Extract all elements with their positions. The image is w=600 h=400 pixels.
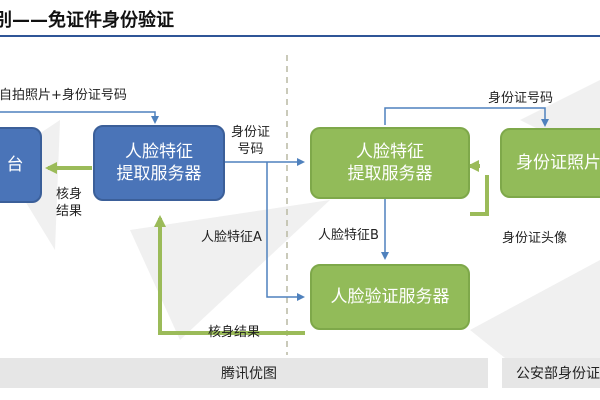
footer-right-band: 公安部身份证: [502, 358, 600, 388]
arrow-verify-result: [154, 215, 305, 335]
face-extract-right-line1: 人脸特征: [356, 142, 424, 162]
face-extract-server-right: 人脸特征 提取服务器: [310, 127, 470, 199]
face-extract-left-line2: 提取服务器: [116, 164, 202, 184]
face-verify-server: 人脸验证服务器: [310, 264, 470, 330]
face-extract-right-line2: 提取服务器: [347, 164, 433, 184]
label-face-feature-a: 人脸特征A: [201, 230, 262, 245]
footer-left-label: 腾讯优图: [221, 366, 277, 382]
face-verify-label: 人脸验证服务器: [330, 287, 450, 307]
label-face-feature-b: 人脸特征B: [318, 228, 379, 243]
label-verify-result-left-1: 核身: [56, 187, 83, 202]
arrow-idnumber-to-photo: [384, 107, 549, 127]
label-verify-result-left: 核身 结果: [56, 186, 82, 220]
footer-left-band: 腾讯优图: [0, 358, 488, 388]
background-shapes: [0, 80, 600, 370]
label-id-number-left: 身份证 号码: [231, 124, 270, 158]
label-verify-result-bottom: 核身结果: [208, 325, 261, 340]
platform-label: 台: [6, 155, 24, 175]
label-id-number-top: 身份证号码: [488, 91, 554, 106]
label-selfie-id: 自拍照片+身份证号码: [0, 88, 127, 103]
label-verify-result-left-2: 结果: [56, 204, 83, 219]
label-id-number-left-1: 身份证: [231, 125, 271, 140]
arrow-portrait: [470, 175, 489, 216]
page-title: 别——免证件身份验证: [0, 10, 174, 31]
arrow-selfie-to-extract: [0, 111, 159, 124]
id-photo-label: 身份证照片: [516, 153, 600, 173]
arrow-feature-a: [266, 162, 305, 301]
face-extract-left-line1: 人脸特征: [125, 142, 193, 162]
footer-right-label: 公安部身份证: [516, 366, 600, 382]
id-photo-box: 身份证照片: [500, 128, 600, 198]
label-id-portrait: 身份证头像: [502, 231, 568, 246]
title-underline: [0, 35, 600, 37]
label-id-number-left-2: 号码: [237, 142, 264, 157]
platform-box: 台: [0, 127, 42, 203]
face-extract-server-left: 人脸特征 提取服务器: [93, 125, 225, 201]
